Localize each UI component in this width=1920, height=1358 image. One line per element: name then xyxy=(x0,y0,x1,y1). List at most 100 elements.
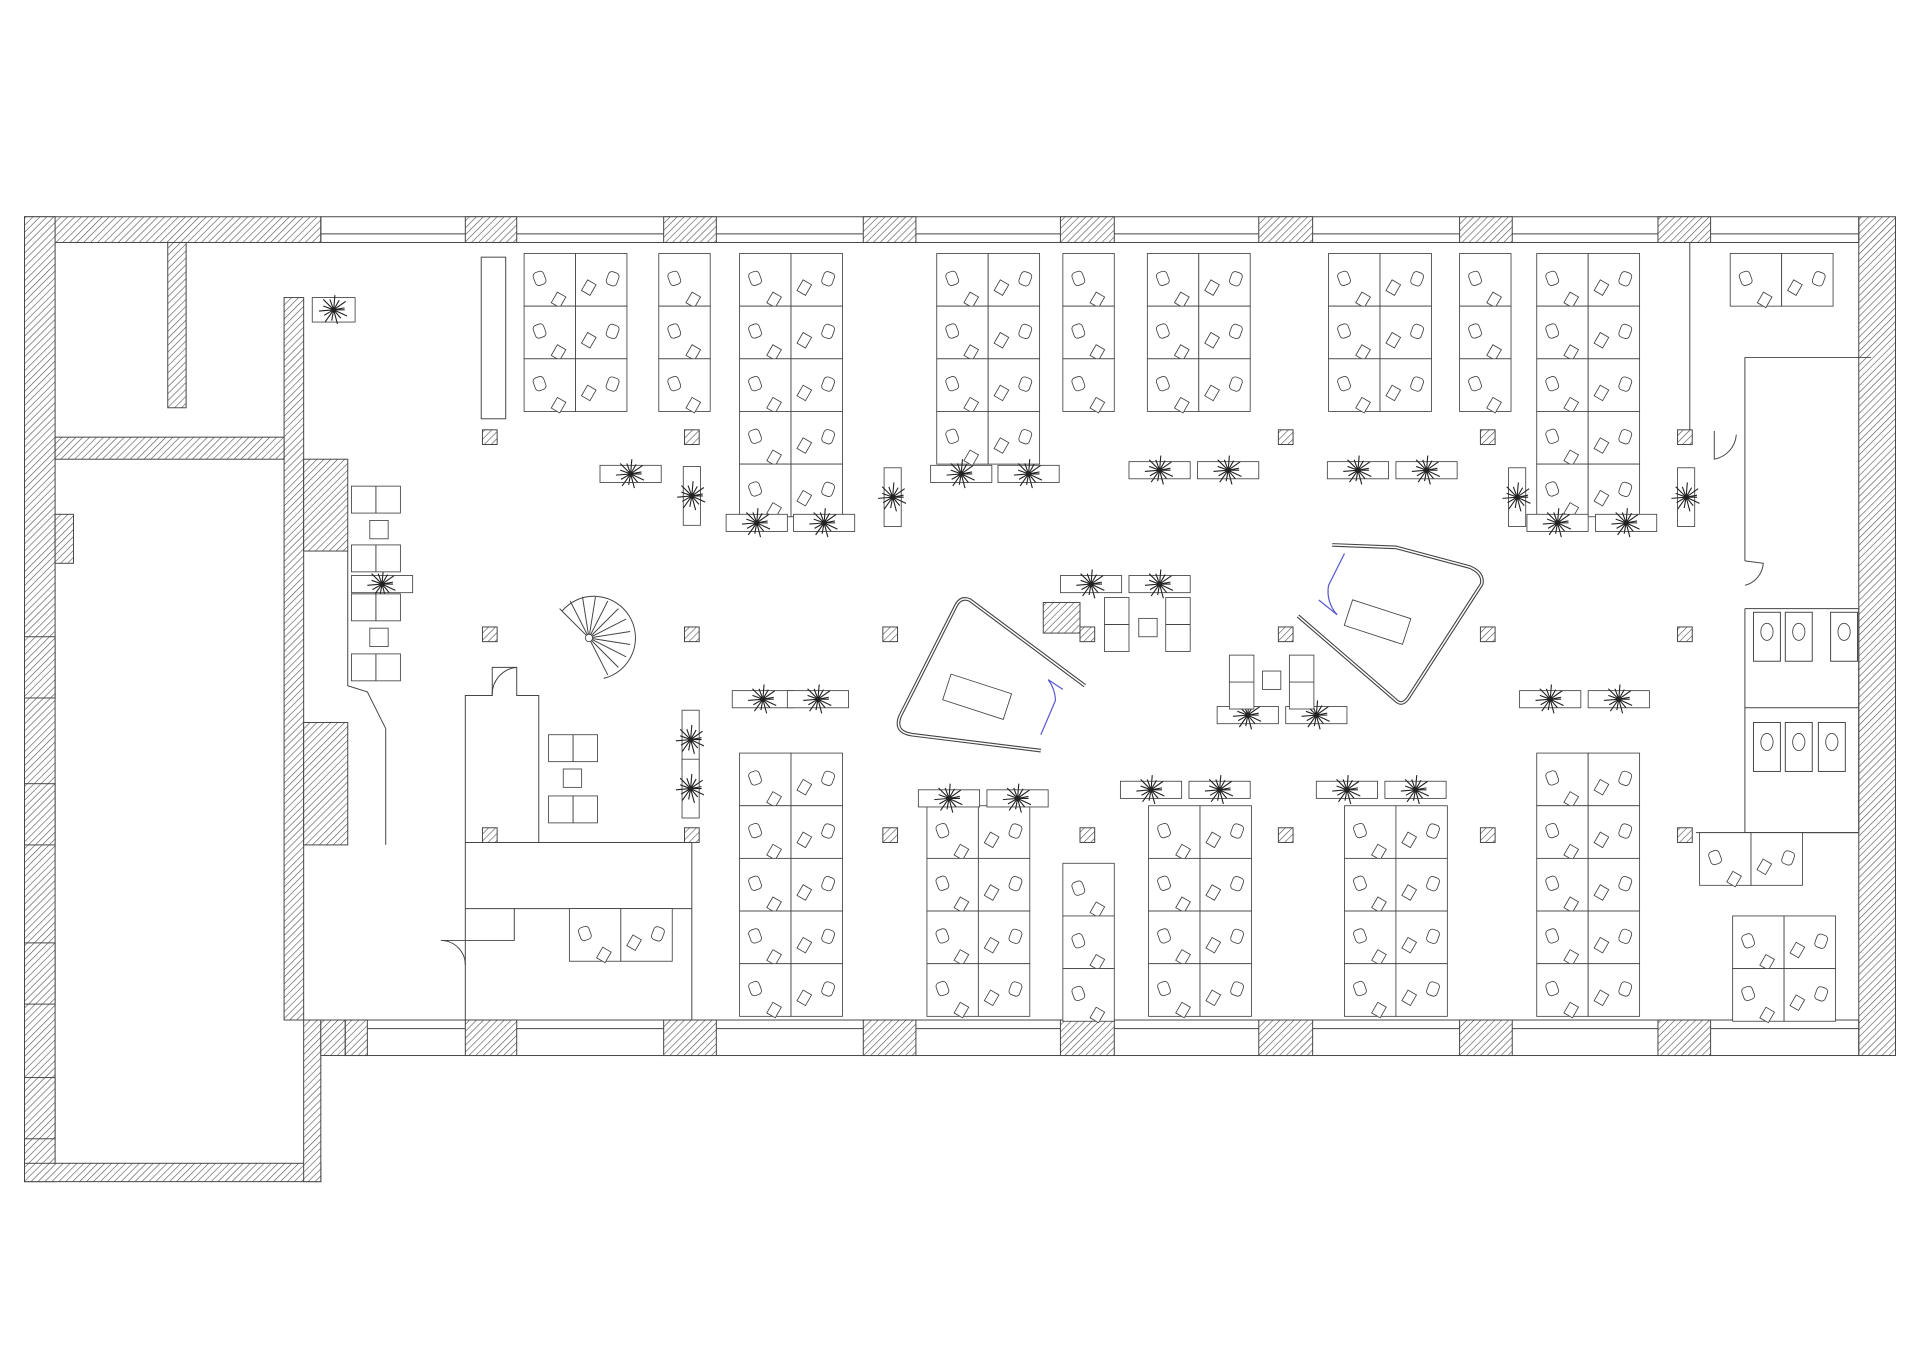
desk[interactable] xyxy=(790,463,843,518)
desk[interactable] xyxy=(790,963,843,1017)
chair-icon[interactable] xyxy=(605,323,620,340)
chair-icon[interactable] xyxy=(748,822,763,839)
desk[interactable] xyxy=(1379,305,1432,360)
chair-icon[interactable] xyxy=(1545,270,1560,286)
chair-icon[interactable] xyxy=(1157,822,1172,839)
chair-icon[interactable] xyxy=(1618,323,1633,340)
desk[interactable] xyxy=(575,305,628,360)
desk[interactable] xyxy=(1379,358,1432,412)
chair-icon[interactable] xyxy=(1228,271,1243,287)
desk[interactable] xyxy=(1062,862,1115,917)
desk[interactable] xyxy=(1148,963,1201,1017)
chair-icon[interactable] xyxy=(650,926,665,942)
chair-icon[interactable] xyxy=(605,376,620,392)
sofa-icon[interactable] xyxy=(1228,654,1255,710)
chair-icon[interactable] xyxy=(821,271,836,287)
desk[interactable] xyxy=(1587,857,1641,912)
desk[interactable] xyxy=(1395,805,1448,859)
desk[interactable] xyxy=(936,305,989,360)
desk[interactable] xyxy=(1536,805,1589,859)
chair-icon[interactable] xyxy=(1468,375,1483,392)
desk[interactable] xyxy=(739,910,792,965)
chair-icon[interactable] xyxy=(1410,323,1425,340)
chair-icon[interactable] xyxy=(748,428,763,444)
chair-icon[interactable] xyxy=(1352,875,1367,891)
desk[interactable] xyxy=(1146,358,1200,412)
chair-icon[interactable] xyxy=(748,270,763,286)
desk[interactable] xyxy=(1062,253,1115,307)
chair-icon[interactable] xyxy=(1814,986,1829,1002)
chair-icon[interactable] xyxy=(1426,928,1441,944)
desk-cluster-icon[interactable] xyxy=(1328,253,1432,414)
chair-icon[interactable] xyxy=(1155,270,1170,286)
desk[interactable] xyxy=(790,910,843,965)
chair-icon[interactable] xyxy=(1410,271,1425,287)
chair-icon[interactable] xyxy=(1618,429,1633,445)
desk[interactable] xyxy=(977,857,1031,912)
chair-icon[interactable] xyxy=(1337,375,1352,392)
desk[interactable] xyxy=(658,358,711,412)
chair-icon[interactable] xyxy=(935,928,950,944)
sofa-icon[interactable] xyxy=(548,795,598,824)
desk[interactable] xyxy=(1732,915,1785,970)
chair-icon[interactable] xyxy=(1811,271,1826,287)
desk[interactable] xyxy=(926,805,979,859)
toilet-stall[interactable] xyxy=(1784,721,1813,772)
chair-icon[interactable] xyxy=(1618,481,1633,497)
desk[interactable] xyxy=(1379,253,1432,307)
desk[interactable] xyxy=(568,908,622,962)
chair-icon[interactable] xyxy=(577,925,592,942)
desk[interactable] xyxy=(1783,915,1836,970)
desk-cluster-icon[interactable] xyxy=(1536,752,1641,1019)
desk[interactable] xyxy=(1199,910,1252,965)
chair-icon[interactable] xyxy=(935,980,950,997)
desk[interactable] xyxy=(1344,910,1397,965)
sofa-icon[interactable] xyxy=(351,544,401,573)
chair-icon[interactable] xyxy=(748,323,763,339)
chair-icon[interactable] xyxy=(1781,850,1796,866)
sofa-icon[interactable] xyxy=(1165,597,1191,652)
chair-icon[interactable] xyxy=(1018,376,1033,392)
chair-icon[interactable] xyxy=(1228,376,1243,392)
chair-icon[interactable] xyxy=(821,323,836,340)
chair-icon[interactable] xyxy=(1426,981,1441,997)
chair-icon[interactable] xyxy=(1426,823,1441,839)
chair-icon[interactable] xyxy=(1157,928,1172,944)
chair-icon[interactable] xyxy=(1008,928,1023,944)
chair-icon[interactable] xyxy=(1157,875,1172,891)
sofa-icon[interactable] xyxy=(351,593,401,622)
desk[interactable] xyxy=(1344,805,1397,859)
chair-icon[interactable] xyxy=(821,481,836,497)
desk-cluster-icon[interactable] xyxy=(523,253,628,414)
chair-icon[interactable] xyxy=(1741,985,1756,1002)
chair-icon[interactable] xyxy=(1018,429,1033,445)
desk-cluster-icon[interactable] xyxy=(1459,253,1512,414)
desk[interactable] xyxy=(977,963,1031,1017)
chair-icon[interactable] xyxy=(1545,980,1560,997)
desk[interactable] xyxy=(1146,305,1200,360)
desk[interactable] xyxy=(790,411,843,465)
desk[interactable] xyxy=(1587,805,1641,859)
desk[interactable] xyxy=(1587,752,1641,807)
door-icon[interactable] xyxy=(440,939,466,965)
desk[interactable] xyxy=(1750,832,1803,886)
desk[interactable] xyxy=(739,358,792,412)
desk[interactable] xyxy=(790,253,843,307)
chair-icon[interactable] xyxy=(1337,323,1352,339)
chair-icon[interactable] xyxy=(821,823,836,839)
chair-icon[interactable] xyxy=(1741,933,1756,949)
desk[interactable] xyxy=(1587,358,1641,412)
desk[interactable] xyxy=(1587,305,1641,360)
desk[interactable] xyxy=(936,358,989,412)
desk[interactable] xyxy=(1587,253,1641,307)
door-icon[interactable] xyxy=(1744,560,1764,586)
desk[interactable] xyxy=(575,358,628,412)
chair-icon[interactable] xyxy=(1545,822,1560,839)
chair-icon[interactable] xyxy=(1157,980,1172,997)
desk[interactable] xyxy=(936,411,989,465)
desk[interactable] xyxy=(739,411,792,465)
chair-icon[interactable] xyxy=(1230,875,1245,892)
desk[interactable] xyxy=(1198,358,1251,412)
toilet-stall[interactable] xyxy=(1752,721,1781,772)
desk[interactable] xyxy=(1148,805,1201,859)
